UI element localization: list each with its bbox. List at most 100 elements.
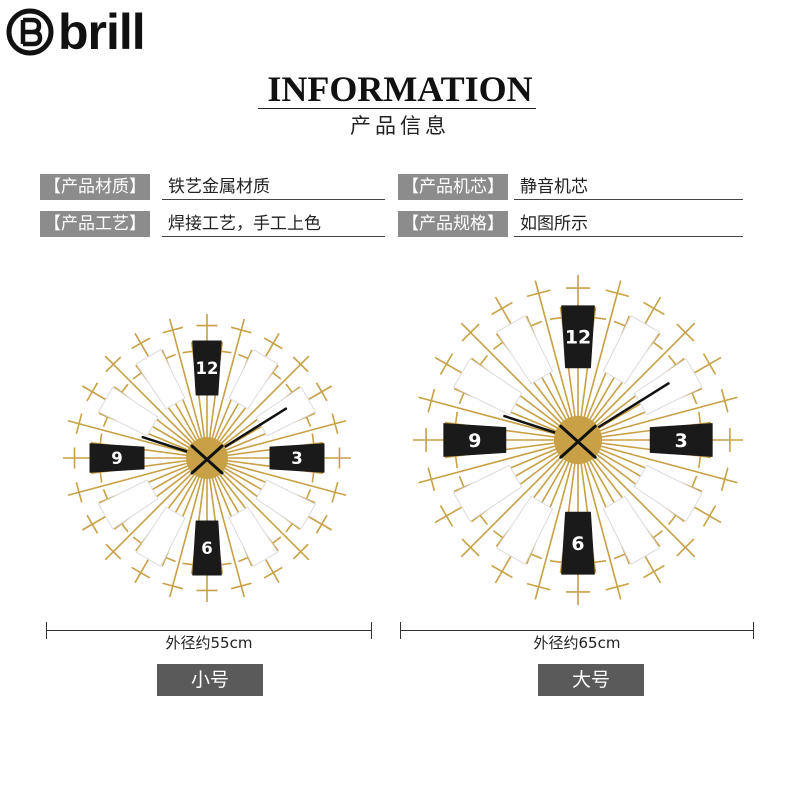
dimension-tick [46, 622, 47, 639]
clock-rod [577, 322, 696, 441]
spec-row-size: 【产品规格】 如图所示 [398, 211, 743, 237]
clock-rod [206, 355, 310, 459]
clock-rod [104, 457, 208, 561]
page-title: INFORMATION [267, 69, 533, 109]
hour-panel-black [89, 443, 145, 473]
hour-panel-black [192, 520, 222, 576]
clock-crossbar [315, 382, 328, 402]
hour-panel-white [453, 358, 523, 416]
hour-panel-white [602, 315, 660, 385]
dimension-label: 外径约65cm [533, 634, 621, 652]
clock-rod [206, 318, 246, 459]
clock-crossbar [605, 289, 630, 298]
spec-value: 铁艺金属材质 [168, 177, 270, 197]
hour-panel-white [633, 464, 703, 522]
spec-tag: 【产品规格】 [398, 211, 508, 237]
clock-rod [460, 322, 579, 441]
hour-panel-white [98, 479, 159, 530]
spec-value: 静音机芯 [520, 177, 588, 197]
clock-crossbar [526, 582, 551, 591]
clock-crossbar [292, 543, 309, 560]
hour-panel-white [255, 386, 316, 437]
clock-crossbar [162, 326, 184, 334]
dimension-small: 外径约55cm [46, 620, 372, 660]
spec-value: 如图所示 [520, 214, 588, 234]
brand-name: brill [58, 4, 146, 60]
clock-rod [206, 419, 347, 459]
spec-row-movement: 【产品机芯】 静音机芯 [398, 174, 743, 200]
hour-panel-black [649, 423, 713, 457]
dimension-label: 外径约55cm [165, 634, 253, 652]
clock-crossbar [75, 481, 83, 503]
clock-rod [577, 280, 622, 441]
hour-panel-white [228, 349, 279, 410]
clock-rod [67, 419, 208, 459]
clock-crossbar [315, 514, 328, 534]
clock-rod [577, 439, 696, 558]
spec-tag: 【产品材质】 [40, 174, 150, 200]
spec-tag: 【产品工艺】 [40, 211, 150, 237]
clock-crossbar [439, 353, 454, 375]
clock-rod [534, 439, 579, 600]
clock-crossbar [105, 356, 122, 373]
hour-panel-black [561, 305, 595, 369]
spec-underline [162, 199, 385, 200]
hour-panel-white [633, 358, 703, 416]
hour-panel-black [443, 423, 507, 457]
clock-numeral: 9 [468, 430, 481, 452]
clock-crossbar [292, 356, 309, 373]
clock-rod [577, 439, 738, 484]
hour-panel-white [453, 464, 523, 522]
clock-numeral: 12 [565, 327, 591, 349]
title-divider [258, 108, 536, 109]
clock-crossbar [86, 382, 99, 402]
clock-crossbar [263, 337, 283, 350]
clock-crossbar [720, 467, 729, 492]
clock-crossbar [702, 353, 717, 375]
clock-crossbar [427, 467, 436, 492]
size-large-button[interactable]: 大号 [538, 664, 644, 696]
clock-rod [418, 396, 579, 441]
hour-panel-white [496, 495, 554, 565]
clock-crossbar [643, 301, 665, 316]
clock-rod [577, 439, 622, 600]
dimension-tick [753, 622, 754, 639]
clock-crossbar [86, 514, 99, 534]
dimension-tick [400, 622, 401, 639]
spec-row-craft: 【产品工艺】 焊接工艺，手工上色 [40, 211, 385, 237]
hour-panel-black [269, 443, 325, 473]
clock-hub-hand-b [190, 444, 224, 475]
clock-rod [418, 439, 579, 484]
clock-crossbar [131, 566, 151, 579]
hour-panel-black [192, 340, 222, 396]
clock-crossbar [605, 582, 630, 591]
spec-underline [162, 236, 385, 237]
clock-crossbar [131, 337, 151, 350]
spec-row-material: 【产品材质】 铁艺金属材质 [40, 174, 385, 200]
clock-rod [206, 457, 347, 497]
spec-value: 焊接工艺，手工上色 [168, 214, 321, 234]
clock-numeral: 6 [201, 539, 212, 558]
clock-crossbar [331, 413, 339, 435]
hour-panel-white [228, 506, 279, 567]
size-small-button[interactable]: 小号 [157, 664, 263, 696]
clock-crossbar [526, 289, 551, 298]
clock-numeral: 3 [675, 430, 688, 452]
clock-crossbar [105, 543, 122, 560]
clock-numeral: 3 [291, 449, 302, 468]
clock-crossbar [427, 388, 436, 413]
clock-crossbar [491, 301, 513, 316]
clock-crossbar [720, 388, 729, 413]
clock-hub-hand-b [559, 424, 597, 459]
hour-panel-white [496, 315, 554, 385]
clock-crossbar [230, 326, 252, 334]
clock-crossbar [491, 564, 513, 579]
brand-logo: brill [6, 4, 146, 60]
hour-panel-white [602, 495, 660, 565]
clock-crossbar [676, 538, 695, 557]
clock-rod [104, 355, 208, 459]
clock-rod [577, 396, 738, 441]
clock-numeral: 12 [196, 359, 219, 378]
